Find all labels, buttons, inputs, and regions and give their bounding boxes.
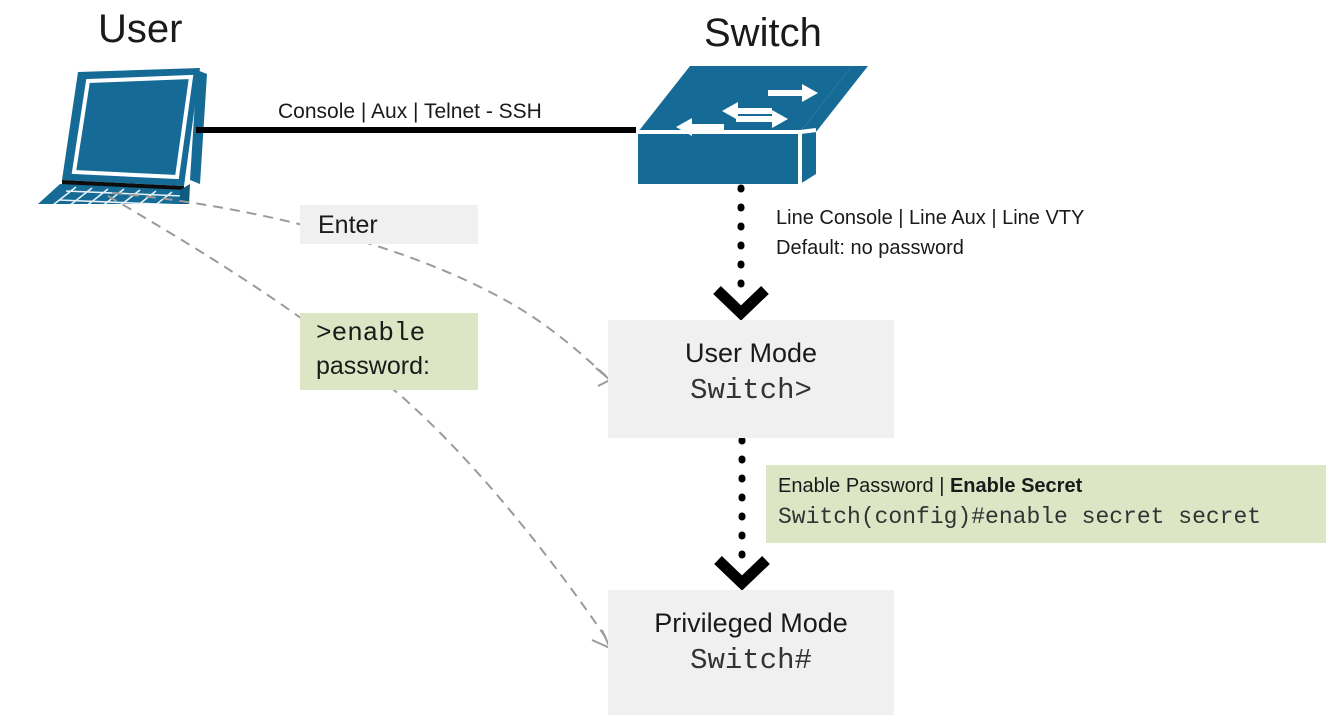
network-switch-icon bbox=[620, 62, 870, 186]
user-mode-box[interactable]: User Mode Switch> bbox=[608, 320, 894, 438]
console-link-label: Console | Aux | Telnet - SSH bbox=[278, 100, 542, 123]
callout-enter-label: Enter bbox=[318, 211, 378, 239]
line-config-note-default: Default: no password bbox=[776, 236, 964, 259]
privileged-mode-title: Privileged Mode bbox=[654, 608, 848, 638]
enable-secret-heading: Enable Password | Enable Secret bbox=[778, 475, 1082, 498]
callout-enable-command[interactable]: >enable password: bbox=[300, 313, 478, 390]
console-link-line bbox=[196, 127, 636, 133]
page-title-user: User bbox=[98, 7, 183, 51]
dotted-connector-user-to-privileged-mode bbox=[714, 436, 770, 591]
callout-enable-password-prompt: password: bbox=[316, 352, 430, 380]
line-config-note-lines: Line Console | Line Aux | Line VTY bbox=[776, 207, 1085, 229]
callout-enter[interactable]: Enter bbox=[300, 205, 478, 244]
callout-enable-command-text: >enable bbox=[316, 318, 426, 348]
enable-secret-banner[interactable]: Enable Password | Enable Secret Switch(c… bbox=[766, 465, 1326, 543]
enable-secret-heading-bold: Enable Secret bbox=[949, 475, 1083, 497]
privileged-mode-prompt: Switch# bbox=[690, 643, 812, 677]
line-config-note: Line Console | Line Aux | Line VTY Defau… bbox=[776, 204, 1084, 263]
laptop-icon bbox=[4, 62, 224, 252]
dotted-connector-switch-to-user-mode bbox=[713, 184, 769, 321]
dashed-curve-enable-to-privileged-mode bbox=[107, 195, 612, 650]
page-title-switch: Switch bbox=[704, 11, 822, 55]
enable-secret-command: Switch(config)#enable secret secret bbox=[778, 504, 1262, 530]
enable-secret-heading-plain: Enable Password | bbox=[778, 475, 950, 497]
privileged-mode-box[interactable]: Privileged Mode Switch# bbox=[608, 590, 894, 715]
user-mode-prompt: Switch> bbox=[690, 373, 812, 407]
user-mode-title: User Mode bbox=[684, 338, 818, 368]
